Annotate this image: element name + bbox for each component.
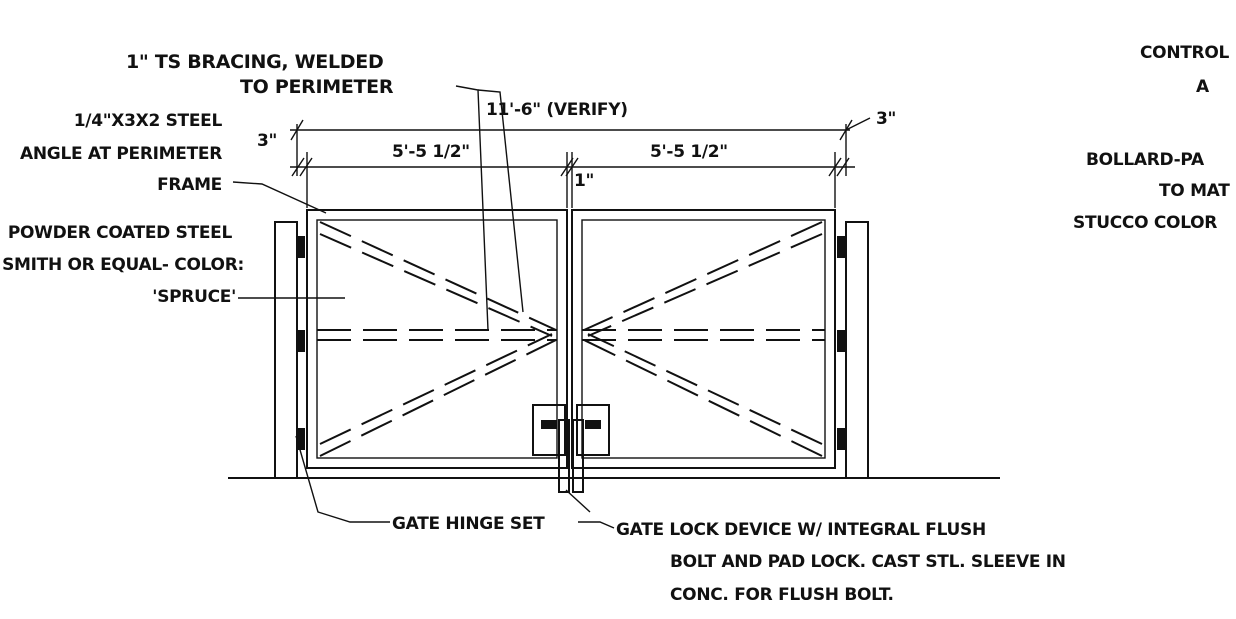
right-leaf-dimension: 5'-5 1/2"	[650, 142, 728, 162]
angle-label-line3: FRAME	[157, 175, 222, 195]
hinge-left-bottom	[296, 428, 305, 450]
hinge-left-top	[296, 236, 305, 258]
hinge-right-mid	[837, 330, 846, 352]
overall-dimension: 11'-6" (VERIFY)	[486, 100, 628, 120]
bracing-label-line2: TO PERIMETER	[240, 76, 394, 98]
right-post	[845, 221, 869, 479]
gate-lock-device	[532, 404, 610, 493]
right-post-dimension: 3"	[876, 109, 896, 129]
left-post	[274, 221, 298, 479]
hinge-right-bottom	[837, 428, 846, 450]
control-label-line2: A	[1196, 77, 1210, 97]
lock-label-line1: GATE LOCK DEVICE W/ INTEGRAL FLUSH	[616, 520, 986, 540]
angle-label-line1: 1/4"X3X2 STEEL	[74, 111, 223, 131]
dimension-lines	[290, 117, 871, 208]
gate-leaf-right	[571, 209, 836, 469]
powder-label-line1: POWDER COATED STEEL	[8, 223, 233, 243]
lock-label-line2: BOLT AND PAD LOCK. CAST STL. SLEEVE IN	[670, 552, 1066, 572]
powder-label-line2: SMITH OR EQUAL- COLOR:	[2, 255, 244, 275]
powder-label-line3: 'SPRUCE'	[152, 287, 236, 307]
hinge-left-mid	[296, 330, 305, 352]
leader-lines	[232, 85, 615, 529]
gate-leaf-left	[306, 209, 568, 469]
left-post-dimension: 3"	[257, 131, 277, 151]
bollard-label-line2: TO MAT	[1159, 181, 1230, 201]
bollard-label-line3: STUCCO COLOR	[1073, 213, 1217, 233]
lock-label-line3: CONC. FOR FLUSH BOLT.	[670, 585, 894, 605]
bollard-label-line1: BOLLARD-PA	[1086, 150, 1205, 170]
angle-label-line2: ANGLE AT PERIMETER	[20, 144, 222, 164]
control-label-line1: CONTROL	[1140, 43, 1229, 63]
hinge-label: GATE HINGE SET	[392, 514, 545, 534]
left-leaf-dimension: 5'-5 1/2"	[392, 142, 470, 162]
bracing-label-line1: 1" TS BRACING, WELDED	[126, 51, 383, 73]
center-gap-dimension: 1"	[574, 171, 594, 191]
hinge-right-top	[837, 236, 846, 258]
